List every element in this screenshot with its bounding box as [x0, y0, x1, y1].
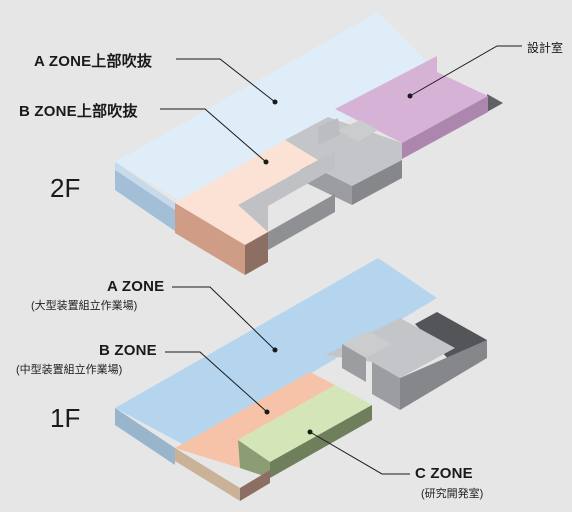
- room-block-1f-face-left: [372, 362, 400, 410]
- a-zone-void-top: [115, 12, 437, 205]
- room-block-2f-l-face: [268, 194, 335, 250]
- leader-design-room-dot: [407, 93, 413, 99]
- label-a-zone-title: A ZONE: [107, 278, 165, 295]
- label-b-zone-sub: (中型装置組立作業場): [16, 364, 123, 376]
- room-block-1f-face-right: [400, 340, 487, 410]
- leader-c-zone: [309, 431, 410, 475]
- design-room-face: [402, 96, 488, 159]
- room-block-2f-top: [285, 117, 402, 186]
- floor-2f-model: [115, 12, 503, 275]
- c-zone-face-right: [270, 405, 372, 478]
- leader-c-zone-dot: [307, 429, 313, 435]
- leader-b-zone-dot: [264, 409, 270, 415]
- label-design-room: 設計室: [527, 41, 564, 55]
- a-zone-face: [115, 408, 175, 465]
- room-block-1f-tower-face: [342, 344, 366, 382]
- leader-a-zone-dot: [272, 347, 278, 353]
- leader-b-void-dot: [263, 159, 269, 165]
- dark-ledge-2f: [487, 94, 503, 112]
- leader-a-void: [176, 58, 276, 103]
- c-zone-top: [238, 385, 372, 462]
- b-zone-void-top: [175, 140, 318, 245]
- floor-1f-model: [115, 258, 487, 501]
- label-c-zone-title: C ZONE: [415, 465, 473, 482]
- label-c-zone-sub: (研究開発室): [421, 488, 484, 500]
- room-block-2f-top-b: [318, 118, 340, 145]
- b-zone-void-face-right: [245, 232, 268, 275]
- b-zone-face-front: [240, 470, 270, 501]
- leader-a-zone: [172, 286, 276, 351]
- design-room-top: [335, 56, 488, 143]
- label-b-zone-title: B ZONE: [99, 342, 157, 359]
- b-zone-void-face-left: [175, 203, 245, 275]
- a-zone-void-face-light: [115, 162, 175, 210]
- b-zone-face-left: [175, 448, 240, 501]
- label-a-zone-void: A ZONE上部吹抜: [34, 53, 153, 70]
- room-block-2f-l-top: [238, 151, 335, 232]
- room-block-2f-top-c: [338, 120, 378, 142]
- floor-label-1f: 1F: [50, 403, 81, 433]
- label-a-zone-sub: (大型装置組立作業場): [31, 300, 138, 312]
- leader-lines: [160, 45, 522, 475]
- room-block-1f-tower-top: [342, 331, 392, 358]
- b-zone-top: [175, 372, 335, 468]
- c-zone-face-left: [238, 440, 270, 478]
- room-block-2f-face-right: [352, 160, 402, 205]
- a-zone-top: [115, 258, 437, 447]
- leader-b-zone: [165, 351, 268, 413]
- leader-design-room: [409, 45, 522, 97]
- leader-b-void: [160, 108, 267, 163]
- label-b-zone-void: B ZONE上部吹抜: [19, 103, 138, 120]
- floor-label-2f: 2F: [50, 173, 81, 203]
- leader-a-void-dot: [272, 99, 278, 105]
- room-block-1f-top: [325, 318, 455, 378]
